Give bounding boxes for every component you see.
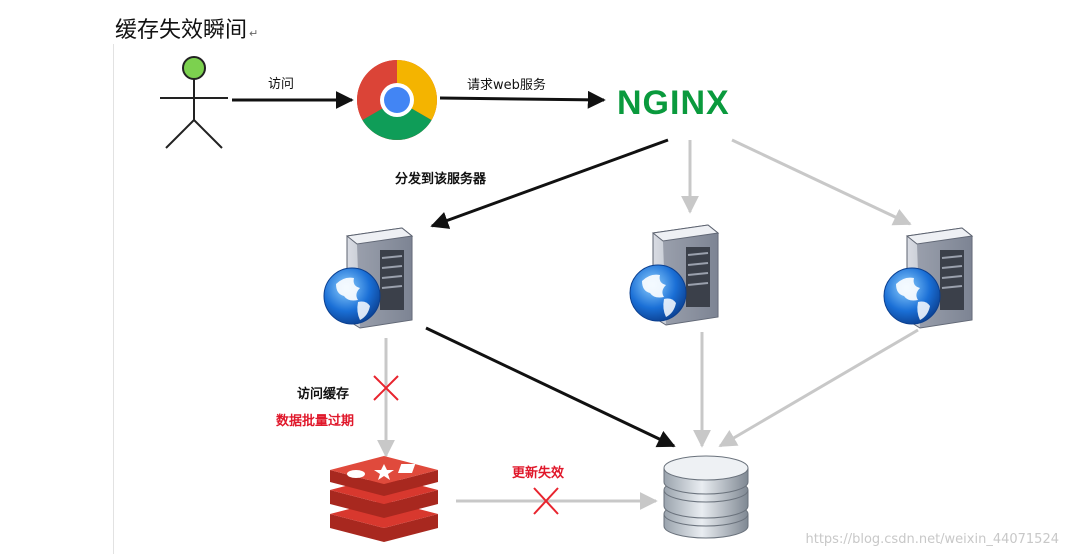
return-mark-icon: ↵	[249, 27, 259, 40]
update-fail-cross-icon	[533, 487, 559, 515]
diagram-title: 缓存失效瞬间↵	[115, 18, 259, 43]
arrow-nginx-to-server3	[731, 138, 912, 226]
arrow-server1-to-db	[425, 326, 676, 448]
label-request-web: 请求web服务	[467, 78, 546, 93]
browser-icon	[357, 60, 437, 140]
label-batch-expire: 数据批量过期	[276, 414, 355, 429]
user-stick-figure-icon	[160, 56, 228, 149]
label-dispatch: 分发到该服务器	[395, 172, 487, 187]
web-server-1-icon	[323, 227, 413, 329]
arrow-server3-to-db	[718, 328, 919, 448]
label-visit-cache: 访问缓存	[297, 387, 350, 402]
label-visit: 访问	[268, 77, 295, 92]
arrow-browser-to-nginx	[439, 90, 606, 109]
frame-divider	[113, 44, 114, 554]
database-icon	[663, 455, 749, 539]
label-update-fail: 更新失效	[512, 466, 565, 481]
web-server-3-icon	[883, 227, 973, 329]
redis-cache-icon	[330, 456, 438, 542]
web-server-2-icon	[629, 224, 719, 326]
cache-fail-cross-icon	[373, 375, 399, 401]
watermark: https://blog.csdn.net/weixin_44071524	[805, 532, 1059, 547]
arrow-nginx-to-server1	[430, 138, 669, 229]
nginx-logo: NGINX	[617, 84, 730, 122]
